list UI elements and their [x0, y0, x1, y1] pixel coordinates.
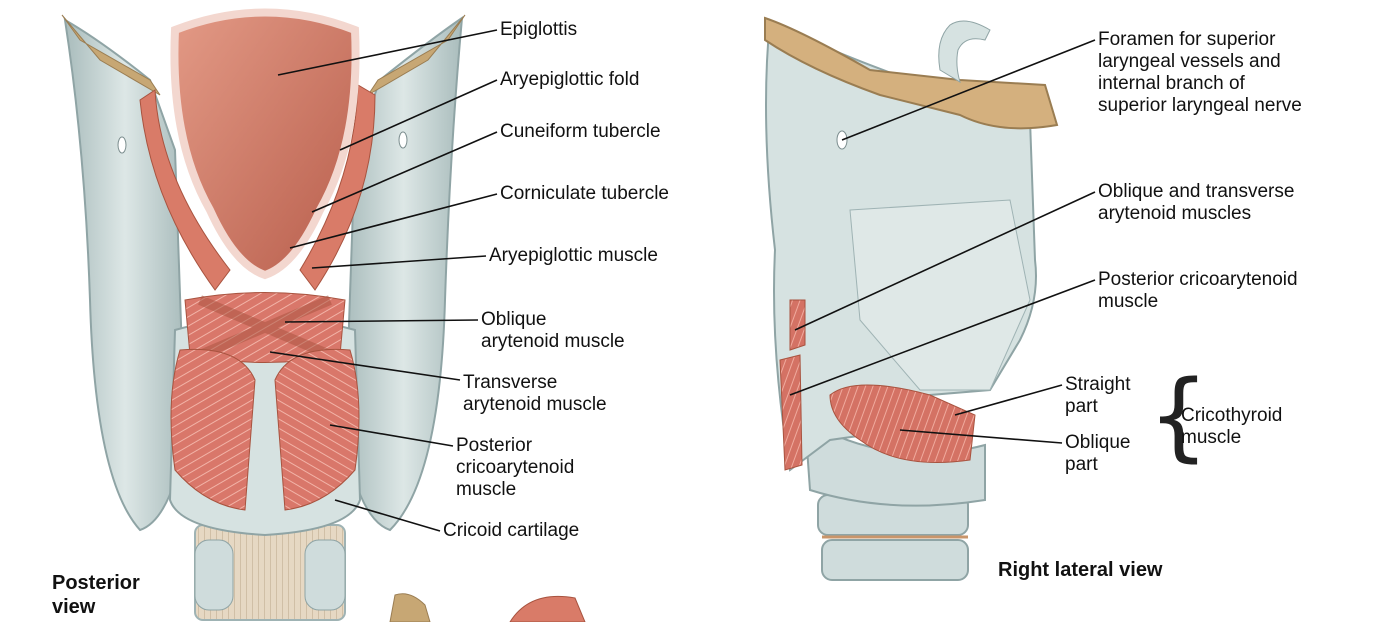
- thyroid-lamina-right: [343, 15, 464, 532]
- lateral-view-drawing: [764, 16, 1059, 581]
- label-posterior-cricoarytenoid-muscle: Posterior cricoarytenoid muscle: [456, 435, 575, 500]
- epiglottis-fragment: [389, 593, 431, 622]
- posterior-cricoarytenoid-lateral: [779, 354, 803, 471]
- label-foramen: Foramen for superior laryngeal vessels a…: [1098, 29, 1302, 116]
- label-straight-part: Straight part: [1065, 374, 1131, 417]
- trachea-ring: [304, 539, 346, 611]
- label-oblique-arytenoid-muscle: Oblique arytenoid muscle: [481, 309, 625, 352]
- label-oblique-part: Oblique part: [1065, 432, 1131, 475]
- caption-posterior-view: Posterior view: [52, 572, 140, 618]
- foramen-left: [117, 136, 127, 154]
- epiglottis-shape: [170, 8, 360, 280]
- label-cricothyroid-muscle: Cricothyroid muscle: [1181, 405, 1283, 448]
- thyroid-lamina-inner: [849, 199, 1031, 391]
- label-oblique-transverse-arytenoid: Oblique and transverse arytenoid muscles: [1098, 181, 1295, 224]
- posterior-cricoarytenoid-left: [170, 348, 256, 511]
- label-posterior-cricoarytenoid-lateral: Posterior cricoarytenoid muscle: [1098, 269, 1298, 312]
- brace-icon: {: [1148, 360, 1210, 472]
- posterior-leader-lines: [269, 29, 498, 532]
- cricoid-lateral: [803, 418, 986, 507]
- posterior-view-drawing: [61, 8, 586, 622]
- label-corniculate-tubercle: Corniculate tubercle: [500, 183, 669, 204]
- trachea-ring-lateral: [821, 539, 969, 581]
- label-epiglottis: Epiglottis: [500, 19, 578, 40]
- arytenoid-muscles-lateral: [789, 299, 806, 351]
- hyoid-greater-horn: [938, 20, 991, 84]
- hyoid-bone: [764, 16, 1059, 130]
- caption-right-lateral-view: Right lateral view: [998, 559, 1163, 581]
- superior-horn-right: [367, 14, 466, 96]
- cricothyroid-muscle: [829, 384, 976, 463]
- superior-horn-left: [61, 14, 161, 96]
- label-cuneiform-tubercle: Cuneiform tubercle: [500, 121, 661, 142]
- aryepiglottic-fold-right: [299, 84, 376, 291]
- oblique-cross: [198, 295, 332, 360]
- thyroid-lamina-left: [63, 18, 187, 532]
- trachea-ring: [194, 539, 234, 611]
- foramen-right: [398, 131, 408, 149]
- label-cricoid-cartilage: Cricoid cartilage: [443, 520, 580, 541]
- label-transverse-arytenoid-muscle: Transverse arytenoid muscle: [463, 372, 607, 415]
- epiglottis-fragment: [509, 595, 586, 622]
- label-aryepiglottic-muscle: Aryepiglottic muscle: [489, 245, 658, 266]
- aryepiglottic-fold-left: [139, 89, 231, 291]
- lateral-leader-lines: [789, 39, 1096, 444]
- label-aryepiglottic-fold: Aryepiglottic fold: [500, 69, 640, 90]
